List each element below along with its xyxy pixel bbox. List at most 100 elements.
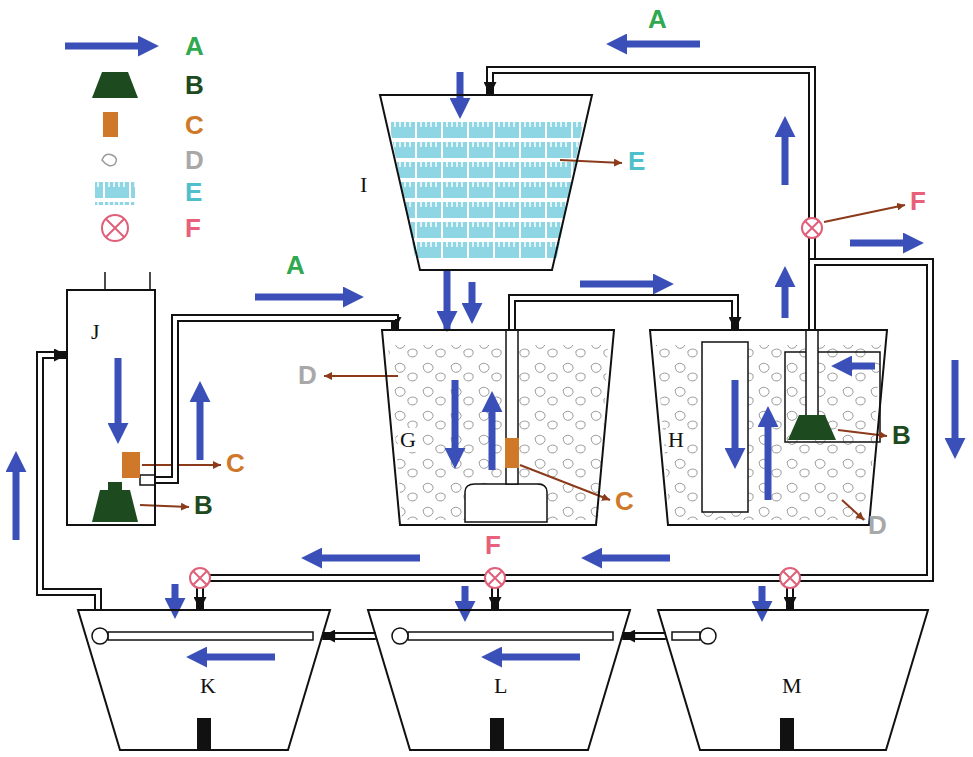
callout-holder: C <box>226 450 245 476</box>
legend-symbols <box>106 219 124 237</box>
valve-symbol <box>488 571 502 585</box>
flow-arrow <box>850 363 875 370</box>
legend-symbols <box>102 154 116 166</box>
bottom-pipes <box>490 718 504 750</box>
callout-holder: F <box>910 188 926 214</box>
valve-symbol <box>783 571 797 585</box>
legend-letter: F <box>185 215 201 241</box>
pipe-connector <box>155 318 395 480</box>
valve-symbol <box>780 568 800 588</box>
pipe-connector <box>40 355 98 610</box>
pump-j <box>92 490 138 522</box>
riser-h <box>788 415 836 440</box>
flow-arrow <box>765 425 772 500</box>
valve-symbol <box>805 221 819 235</box>
bottom-pipes <box>780 718 794 750</box>
callout-letter: C <box>226 450 245 476</box>
flow-connector <box>444 270 451 330</box>
legend-entry: F <box>185 215 201 241</box>
riser-h <box>785 352 880 442</box>
flow-arrow <box>205 654 275 661</box>
airlift-g <box>505 438 519 468</box>
legend-symbols <box>65 46 140 241</box>
pipe-connector <box>512 298 735 330</box>
pipe-connector <box>512 298 735 330</box>
leader-line <box>838 430 887 436</box>
valve-symbol <box>190 218 822 588</box>
bottom-pipes <box>92 628 108 644</box>
flow-arrow <box>732 380 739 450</box>
leader-line <box>560 160 622 163</box>
flow-arrow <box>850 240 905 247</box>
tank: L <box>368 610 630 750</box>
pipe-connector <box>322 632 376 640</box>
flow-arrow <box>320 555 420 562</box>
legend-letter: C <box>185 112 204 138</box>
tank-outline <box>382 330 614 525</box>
legend-entry: B <box>185 72 204 98</box>
leader-line <box>520 465 610 500</box>
callout-letter: F <box>910 188 926 214</box>
legend-symbols <box>103 112 118 137</box>
tank-label-holder: K <box>198 674 218 698</box>
pipe-bore <box>512 298 735 330</box>
tank-label-holder: I <box>358 173 369 197</box>
tank-outline <box>78 610 330 750</box>
airlift-g <box>506 330 518 484</box>
pipe-connector <box>495 262 930 610</box>
tank-outline <box>67 290 155 525</box>
bottom-pipes <box>92 628 794 750</box>
leader-line <box>140 160 905 520</box>
callout-holder: B <box>194 492 213 518</box>
leader-line <box>842 500 864 520</box>
flow-arrow <box>469 282 476 305</box>
tank-letter: I <box>358 173 369 197</box>
pipe-bore <box>635 634 666 638</box>
pump-j <box>105 272 150 290</box>
bottom-pipes <box>408 632 613 640</box>
tank-outline <box>67 290 155 525</box>
pipe-connector <box>200 262 930 610</box>
tank-outline <box>368 610 630 750</box>
pipe-connector <box>495 262 930 610</box>
flow-arrow <box>172 584 179 600</box>
pipe-connector <box>40 355 98 610</box>
riser-h <box>806 330 818 416</box>
leader-line <box>142 464 221 466</box>
riser-h <box>702 330 880 512</box>
bottom-pipes <box>197 718 211 750</box>
flow-arrow <box>462 586 469 603</box>
tank-label-holder: M <box>780 674 804 698</box>
pump-tank: J <box>67 290 155 525</box>
callout-letter: A <box>648 6 667 32</box>
tank: K <box>78 610 330 750</box>
pipe-connector <box>322 636 376 637</box>
tank-outline <box>650 330 887 525</box>
callout-holder: D <box>298 362 317 388</box>
flow-arrow <box>600 555 670 562</box>
valve-symbol <box>193 571 207 585</box>
leader-line <box>140 505 189 507</box>
pipe-bore <box>155 318 395 480</box>
tank-outline <box>380 95 592 270</box>
tank-outline <box>658 610 928 750</box>
airlift-g <box>465 330 547 522</box>
tank: M <box>658 610 928 750</box>
callout-holder: A <box>648 6 667 32</box>
valve-symbol <box>802 218 822 238</box>
tank-label-holder: G <box>398 428 418 452</box>
tank-letter: H <box>666 428 686 452</box>
pump-j <box>122 452 140 478</box>
pipe-bore <box>495 262 930 597</box>
pipe-bore <box>335 634 376 638</box>
legend-symbols <box>65 43 140 50</box>
callout-letter: D <box>298 362 317 388</box>
flow-arrow <box>115 358 122 425</box>
legend-entry: E <box>185 179 202 205</box>
legend-letter: E <box>185 179 202 205</box>
pump-j <box>140 475 155 485</box>
pipe-bore <box>490 70 812 330</box>
